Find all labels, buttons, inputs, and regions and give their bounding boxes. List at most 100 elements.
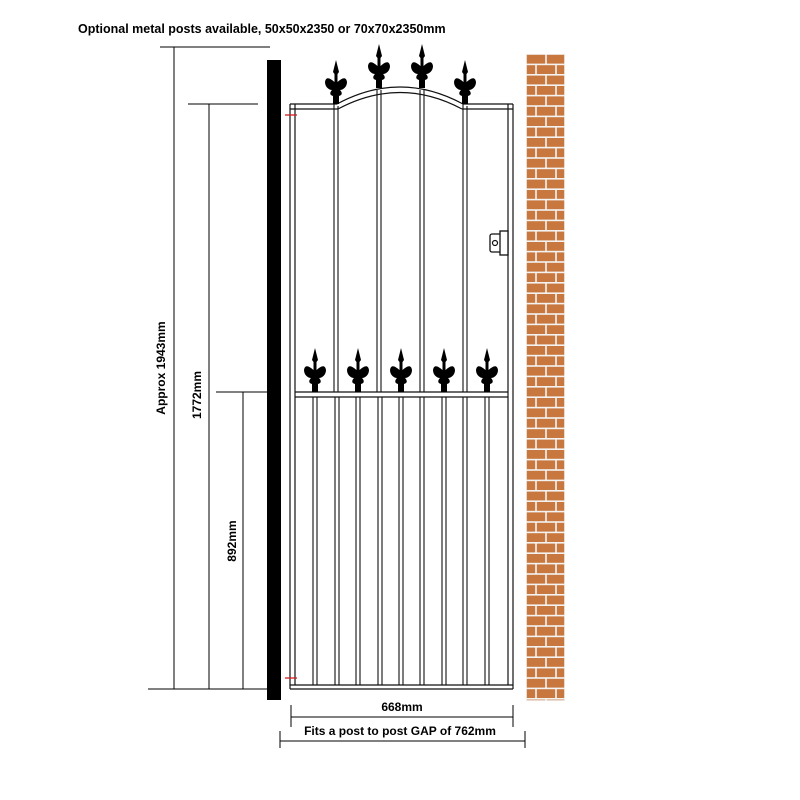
brick: [526, 668, 536, 678]
lower-bars: [312, 397, 490, 685]
brick: [556, 148, 565, 158]
brick: [526, 637, 546, 646]
brick: [546, 242, 565, 251]
brick: [526, 481, 536, 490]
brick: [556, 377, 565, 386]
brick: [546, 283, 565, 293]
brick: [556, 169, 565, 178]
brick: [526, 460, 536, 470]
brick: [536, 190, 556, 199]
brick: [526, 210, 536, 220]
brick: [536, 439, 556, 449]
brick: [536, 418, 556, 428]
brick: [526, 169, 536, 178]
brick: [546, 96, 565, 106]
gate-frame: [289, 86, 514, 690]
brick: [526, 158, 546, 168]
brick: [546, 491, 565, 501]
brick: [526, 356, 536, 366]
brick: [546, 221, 565, 230]
brick: [526, 470, 546, 480]
fleur-de-lis-finial-icon: [390, 348, 412, 392]
brick: [556, 398, 565, 407]
brick: [546, 75, 565, 85]
brick: [536, 273, 556, 282]
brick: [556, 439, 565, 449]
brick: [556, 647, 565, 657]
brick: [536, 606, 556, 615]
brick: [546, 138, 565, 147]
fleur-de-lis-finial-icon: [304, 348, 326, 392]
brick: [526, 543, 536, 553]
posts-note: Optional metal posts available, 50x50x23…: [78, 22, 446, 36]
brick: [546, 346, 565, 355]
brick: [526, 606, 536, 615]
brick: [546, 554, 565, 563]
brick: [536, 502, 556, 511]
brick: [526, 65, 536, 74]
brick: [526, 429, 546, 438]
brick: [526, 242, 546, 251]
brick: [526, 221, 546, 230]
brick: [546, 304, 565, 314]
brick: [526, 408, 546, 418]
brick: [546, 408, 565, 418]
brick: [546, 200, 565, 210]
brick: [556, 356, 565, 366]
brick: [526, 616, 546, 626]
brick-pillar: [526, 54, 565, 701]
dim-lower-height: [216, 391, 270, 689]
brick: [526, 678, 546, 688]
brick: [526, 450, 546, 459]
fleur-de-lis-finial-icon: [325, 60, 347, 104]
fleur-de-lis-finial-icon: [411, 44, 433, 88]
brick: [556, 314, 565, 324]
brick: [536, 148, 556, 158]
brick: [536, 252, 556, 262]
brick: [526, 554, 546, 563]
brick: [546, 387, 565, 397]
brick: [536, 460, 556, 470]
brick: [526, 647, 536, 657]
brick: [546, 699, 565, 701]
brick: [556, 106, 565, 116]
brick: [556, 127, 565, 137]
hinge-mark-icon: [285, 114, 297, 679]
brick: [526, 699, 546, 701]
brick: [556, 86, 565, 95]
brick: [556, 481, 565, 490]
brick: [556, 606, 565, 615]
brick: [546, 179, 565, 189]
brick: [526, 377, 536, 386]
label-total-height: Approx 1943mm: [154, 321, 168, 414]
brick: [536, 522, 556, 532]
brick: [526, 689, 536, 698]
fleur-de-lis-finial-icon: [476, 348, 498, 392]
brick: [536, 585, 556, 594]
brick: [556, 502, 565, 511]
brick: [546, 616, 565, 626]
brick: [526, 179, 546, 189]
brick: [556, 522, 565, 532]
label-lower-height: 892mm: [225, 520, 239, 561]
brick: [526, 54, 546, 64]
brick: [536, 481, 556, 490]
mid-finials: [304, 348, 498, 392]
brick: [556, 335, 565, 345]
brick: [526, 585, 536, 594]
brick: [526, 294, 536, 303]
brick: [546, 262, 565, 272]
brick: [556, 231, 565, 241]
brick: [526, 335, 536, 345]
brick: [526, 418, 536, 428]
brick: [526, 366, 546, 376]
brick: [526, 502, 536, 511]
brick: [546, 429, 565, 438]
brick: [526, 325, 546, 334]
brick: [556, 626, 565, 636]
brick: [526, 86, 536, 95]
brick: [536, 626, 556, 636]
brick: [526, 148, 536, 158]
brick: [526, 273, 536, 282]
brick: [546, 637, 565, 646]
